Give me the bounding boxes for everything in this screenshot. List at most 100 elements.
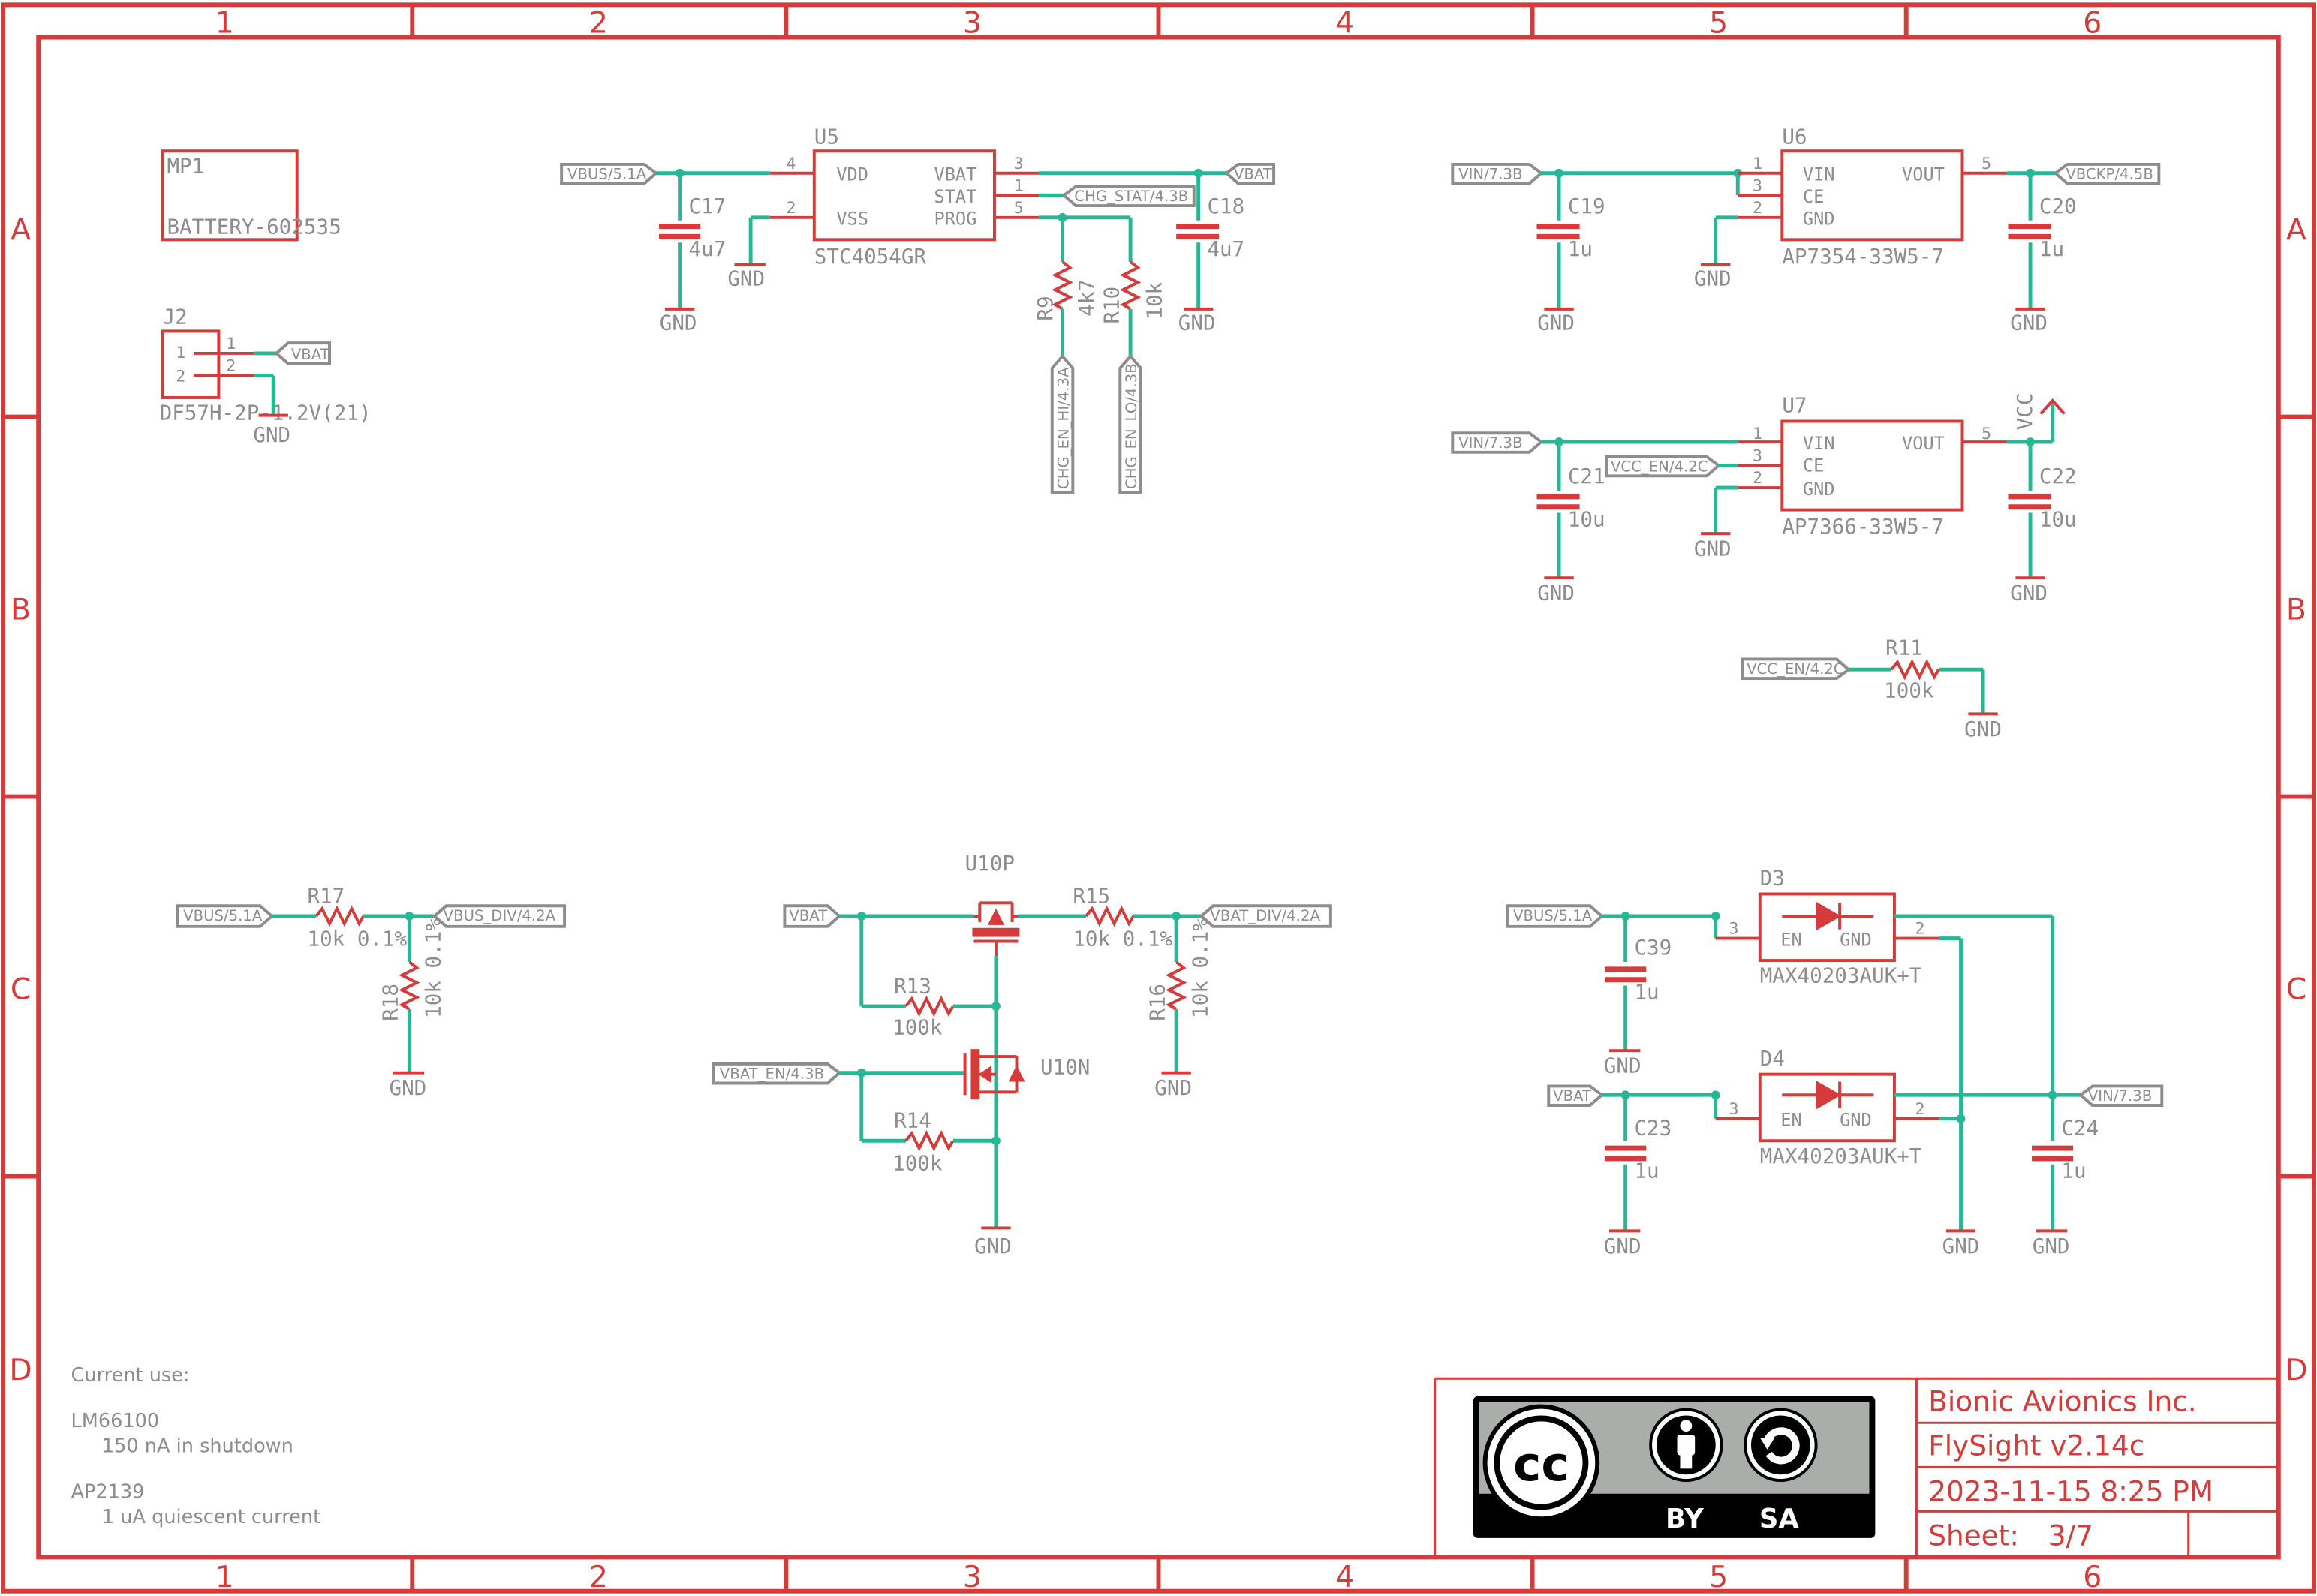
- resistor-r15[interactable]: R15 10k 0.1%: [1073, 884, 1172, 951]
- c19-value: 1u: [1568, 237, 1593, 261]
- u7-pin-gnd: GND: [1803, 479, 1835, 500]
- net-label-text: VBAT_DIV/4.2A: [1210, 907, 1320, 924]
- j2-pin-number: 1: [226, 335, 236, 353]
- cap-c21[interactable]: C21 10u: [1536, 464, 1605, 531]
- resistor-r18[interactable]: R18 10k 0.1%: [379, 918, 446, 1021]
- net-label-text: VIN/7.3B: [1458, 166, 1522, 183]
- gnd-label: GND: [1537, 582, 1575, 606]
- part-d3[interactable]: D3 EN GND 3 2 MAX40203AUK+T: [1715, 867, 1939, 988]
- r18-value: 10k 0.1%: [422, 918, 446, 1018]
- cap-c20[interactable]: C20 1u: [2008, 194, 2077, 261]
- part-u5[interactable]: U5 VDD VSS VBAT STAT PROG 4 2 3 1 5 STC4…: [769, 125, 1040, 269]
- r17-ref: R17: [308, 884, 345, 908]
- j2-ref: J2: [163, 305, 188, 329]
- mosfet-u10n[interactable]: U10N: [963, 1049, 1091, 1100]
- mosfet-u10p[interactable]: U10P: [965, 852, 1020, 957]
- net-label-text: VIN/7.3B: [1458, 434, 1522, 452]
- gnd-label: GND: [1694, 266, 1732, 290]
- part-u6[interactable]: U6 VIN CE GND VOUT 1 3 2 5 AP7354-33W5-7: [1738, 125, 2007, 269]
- row-label-right: D: [2285, 1353, 2307, 1387]
- resistor-r14[interactable]: R14 100k: [892, 1109, 955, 1176]
- gnd-label: GND: [660, 311, 697, 335]
- gnd-label: GND: [1694, 537, 1732, 561]
- net-label-text: CHG_EN_LO/4.3B: [1123, 363, 1140, 489]
- cap-c17[interactable]: C17 4u7: [659, 194, 726, 261]
- part-mp1[interactable]: MP1 BATTERY-602535: [161, 149, 342, 242]
- r17-value: 10k 0.1%: [308, 927, 408, 951]
- u7-ref: U7: [1782, 394, 1807, 418]
- r10-ref: R10: [1100, 287, 1124, 324]
- c39-ref: C39: [1634, 936, 1672, 960]
- part-j2[interactable]: J2 1 2 1 2 DF57H-2P-1.2V(21): [160, 305, 372, 425]
- col-label-bottom: 5: [1709, 1560, 1728, 1594]
- row-label-left: A: [11, 212, 31, 247]
- row-label-left: B: [11, 592, 31, 627]
- u5-pin-prog: PROG: [934, 209, 976, 230]
- u6-ref: U6: [1782, 125, 1807, 149]
- d3-pin-en: EN: [1780, 929, 1801, 950]
- u10n-ref: U10N: [1040, 1056, 1090, 1080]
- net-label-chg-en-lo: CHG_EN_LO/4.3B: [1118, 353, 1142, 494]
- c18-ref: C18: [1207, 194, 1244, 218]
- cc-by-sa-license-logo: cc BY SA: [1473, 1396, 1876, 1538]
- mp1-ref: MP1: [167, 155, 204, 179]
- u5-pin-vss: VSS: [836, 209, 868, 230]
- net-label-vin-u6: VIN/7.3B: [1451, 162, 1544, 185]
- part-u7[interactable]: U7 VIN CE GND VOUT 1 3 2 5 AP7366-33W5-7: [1738, 394, 2007, 539]
- net-label-vin-u7: VIN/7.3B: [1451, 431, 1544, 454]
- r16-value: 10k 0.1%: [1188, 918, 1212, 1018]
- resistor-r9[interactable]: R9 4k7: [1034, 260, 1099, 321]
- net-label-text: VBUS/5.1A: [567, 166, 647, 183]
- col-label-bottom: 6: [2083, 1560, 2102, 1594]
- net-label-text: VBAT: [789, 907, 828, 924]
- d3-pin-gnd: GND: [1840, 929, 1872, 950]
- current-use-notes: Current use: LM66100 150 nA in shutdown …: [71, 1364, 321, 1528]
- net-label-text: VBAT_EN/4.3B: [720, 1066, 824, 1083]
- row-label-left: C: [11, 972, 31, 1006]
- r16-ref: R16: [1145, 984, 1169, 1021]
- resistor-r16[interactable]: R16 10k 0.1%: [1145, 918, 1212, 1021]
- net-label-text: VBAT: [291, 346, 330, 363]
- sheet-number: 3/7: [2048, 1519, 2093, 1552]
- net-label-vcc-en-u7: VCC_EN/4.2C: [1605, 455, 1721, 478]
- cap-c23[interactable]: C23 1u: [1605, 1116, 1672, 1183]
- part-d4[interactable]: D4 EN GND 3 2 MAX40203AUK+T: [1715, 1047, 1939, 1168]
- cap-c19[interactable]: C19 1u: [1536, 194, 1605, 261]
- c23-value: 1u: [1634, 1159, 1659, 1183]
- net-label-text: VBUS/5.1A: [183, 907, 263, 924]
- r14-value: 100k: [892, 1152, 943, 1176]
- frame-column-labels: 1 2 3 4 5 6 1 2 3 4 5 6: [215, 6, 2102, 1594]
- d4-pin-en: EN: [1780, 1110, 1801, 1131]
- u5-pinnum: 4: [786, 155, 796, 173]
- gnd-label: GND: [253, 423, 290, 447]
- cap-c24[interactable]: C24 1u: [2032, 1116, 2099, 1183]
- net-label-text: VBUS/5.1A: [1513, 907, 1593, 924]
- cap-c39[interactable]: C39 1u: [1605, 936, 1672, 1004]
- gnd-label: GND: [1942, 1234, 1980, 1258]
- resistor-r13[interactable]: R13 100k: [892, 974, 955, 1040]
- r13-value: 100k: [892, 1016, 943, 1040]
- resistor-r17[interactable]: R17 10k 0.1%: [308, 884, 408, 951]
- cap-c18[interactable]: C18 4u7: [1176, 194, 1244, 261]
- net-label-vbus-u5: VBUS/5.1A: [560, 162, 659, 185]
- r13-ref: R13: [894, 974, 931, 998]
- net-label-text: VCC_EN/4.2C: [1611, 458, 1708, 475]
- net-label-chg-en-hi: CHG_EN_HI/4.3A: [1050, 353, 1075, 494]
- gnd-label: GND: [974, 1234, 1012, 1258]
- c20-value: 1u: [2039, 237, 2064, 261]
- row-label-right: A: [2286, 212, 2306, 247]
- u7-pin-vout: VOUT: [1902, 433, 1945, 454]
- resistor-r11[interactable]: R11 100k: [1884, 636, 1940, 703]
- cap-c22[interactable]: C22 10u: [2008, 464, 2077, 531]
- col-label-bottom: 4: [1335, 1560, 1354, 1594]
- company-name: Bionic Avionics Inc.: [1928, 1385, 2196, 1418]
- gnd-label: GND: [2010, 582, 2048, 606]
- j2-pin-label: 1: [176, 344, 185, 362]
- c22-value: 10u: [2039, 507, 2077, 531]
- net-label-text: CHG_EN_HI/4.3A: [1055, 367, 1072, 489]
- resistor-r10[interactable]: R10 10k: [1100, 260, 1166, 324]
- c21-ref: C21: [1568, 464, 1605, 488]
- notes-item2-part: AP2139: [71, 1481, 145, 1504]
- c18-value: 4u7: [1207, 237, 1244, 261]
